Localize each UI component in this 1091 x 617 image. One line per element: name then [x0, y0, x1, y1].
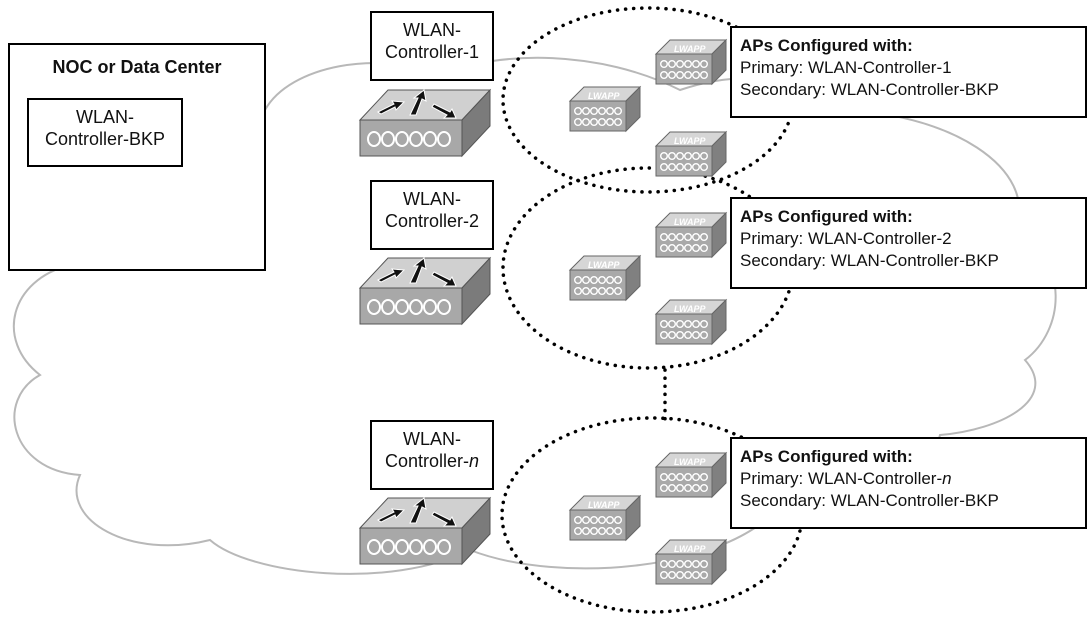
controller-n-label-italic: n: [469, 451, 480, 471]
controller-1-label-line1: WLAN-: [403, 20, 461, 40]
ap-lwapp-label: LWAPP: [674, 217, 707, 227]
ap-config-primary: Primary: WLAN-Controller-n: [740, 468, 1085, 490]
ap-config-box-2: APs Configured with: Primary: WLAN-Contr…: [730, 197, 1087, 289]
ap-config-box-1: APs Configured with: Primary: WLAN-Contr…: [730, 26, 1087, 118]
controller-1-label-line2: Controller-1: [384, 42, 480, 62]
ap-config-primary-text: Primary: WLAN-Controller-1: [740, 58, 952, 77]
controller-2-icon: [359, 257, 491, 325]
controller-n-label: WLAN- Controller-n: [370, 420, 494, 490]
ap-lwapp-label: LWAPP: [674, 304, 707, 314]
ap-lwapp-label: LWAPP: [674, 544, 707, 554]
noc-title: NOC or Data Center: [52, 57, 222, 77]
ap-config-primary: Primary: WLAN-Controller-2: [740, 228, 1085, 250]
controller-bkp-label-line1: WLAN-: [76, 107, 134, 127]
ap-config-primary-italic: n: [942, 469, 952, 488]
controller-1-icon: [359, 89, 491, 157]
controller-n-label-line2: Controller-: [384, 451, 469, 471]
ap-lwapp-label: LWAPP: [588, 260, 621, 270]
ap-config-title: APs Configured with:: [740, 447, 913, 466]
ap-config-primary: Primary: WLAN-Controller-1: [740, 57, 1085, 79]
ap-lwapp-label: LWAPP: [674, 44, 707, 54]
ap-config-secondary: Secondary: WLAN-Controller-BKP: [740, 251, 999, 270]
ap-config-title: APs Configured with:: [740, 36, 913, 55]
ap-lwapp-label: LWAPP: [674, 136, 707, 146]
controller-2-label-line1: WLAN-: [403, 189, 461, 209]
ap-config-primary-text: Primary: WLAN-Controller-: [740, 469, 943, 488]
ap-config-primary-text: Primary: WLAN-Controller-2: [740, 229, 952, 248]
controller-n-icon: [359, 497, 491, 565]
controller-2-label: WLAN- Controller-2: [370, 180, 494, 250]
controller-2-label-line2: Controller-2: [384, 211, 480, 231]
ap-lwapp-label: LWAPP: [588, 91, 621, 101]
ap-config-secondary: Secondary: WLAN-Controller-BKP: [740, 491, 999, 510]
controller-1-label: WLAN- Controller-1: [370, 11, 494, 81]
network-cloud: [13, 56, 1057, 575]
controller-bkp-label: WLAN- Controller-BKP: [27, 98, 183, 167]
controller-n-label-line2-wrap: Controller-n: [372, 450, 492, 472]
ap-lwapp-label: LWAPP: [588, 500, 621, 510]
controller-bkp-label-line2: Controller-BKP: [44, 129, 166, 149]
ap-config-secondary: Secondary: WLAN-Controller-BKP: [740, 80, 999, 99]
ap-config-box-n: APs Configured with: Primary: WLAN-Contr…: [730, 437, 1087, 529]
ap-lwapp-label: LWAPP: [674, 457, 707, 467]
controller-n-label-line1: WLAN-: [403, 429, 461, 449]
ap-config-title: APs Configured with:: [740, 207, 913, 226]
